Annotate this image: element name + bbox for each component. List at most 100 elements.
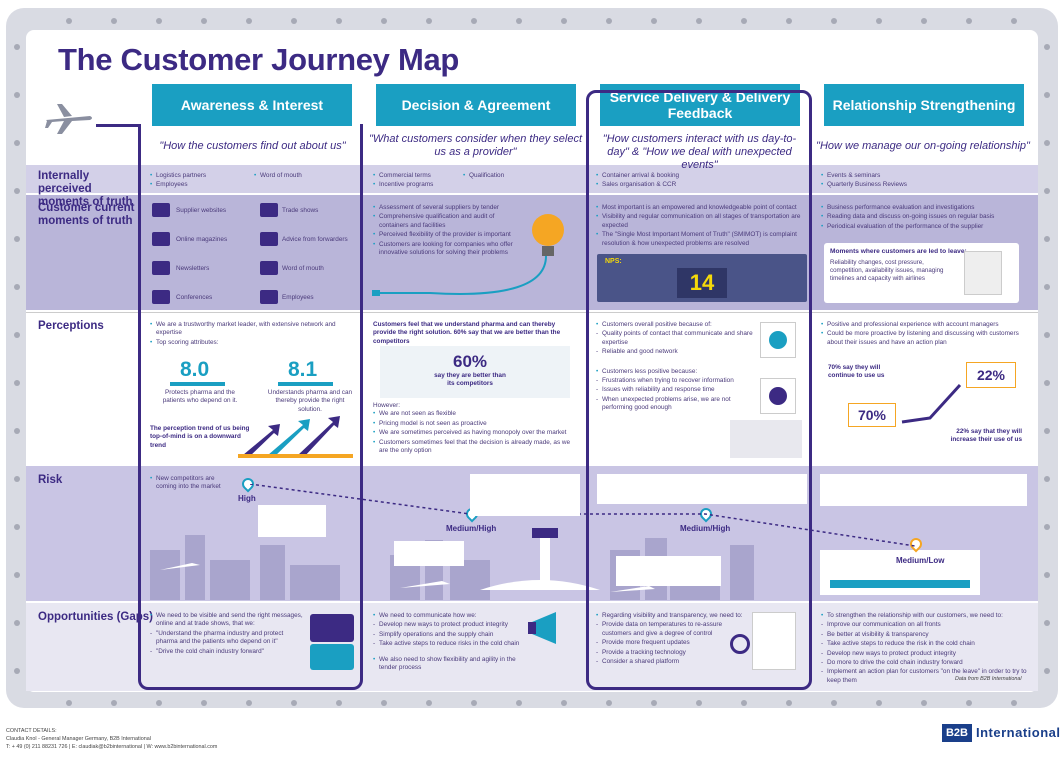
pct-22-text: 22% say that they will increase their us… [950, 428, 1022, 444]
risk-level-medium-high-1: Medium/High [446, 524, 497, 533]
border-dot [66, 18, 72, 24]
perception-item: Quality points of contact that communica… [596, 330, 756, 347]
current-decision: Assessment of several suppliers by tende… [373, 204, 523, 258]
risk-new-competitors: New competitors are coming into the mark… [150, 475, 230, 492]
current-item: Comprehensive qualification and audit of… [373, 213, 523, 230]
channel-label: Word of mouth [282, 265, 324, 272]
border-dot [14, 44, 20, 50]
quote-relationship: "How we manage our on-going relationship… [816, 140, 1030, 152]
opp-decision-extra: We also need to show flexibility and agi… [373, 656, 533, 673]
opportunity-item: Take active steps to reduce the risk in … [821, 640, 1031, 649]
row-label-opportunities: Opportunities (Gaps) [38, 611, 153, 623]
internal-item: Events & seminars [821, 172, 1021, 181]
opportunity-item: Provide more frequent updates [596, 639, 751, 648]
growth-arrows [901, 383, 962, 424]
border-dot [246, 18, 252, 24]
internal-awareness-b: Word of mouth [254, 172, 354, 181]
perceptions-decision-list: However: We are not seen as flexiblePric… [373, 402, 573, 456]
border-dot [1044, 236, 1050, 242]
channel-icon [260, 261, 278, 275]
internal-relationship: Events & seminarsQuarterly Business Revi… [821, 172, 1021, 191]
border-dot [741, 700, 747, 706]
border-dot [201, 18, 207, 24]
internal-item: Incentive programs [373, 181, 473, 190]
quote-decision: "What customers consider when they selec… [369, 133, 582, 158]
data-sheet-icon [752, 612, 796, 670]
pct-70: 70% [848, 403, 896, 427]
perception-item: Issues with reliability and response tim… [596, 386, 756, 395]
border-dot [14, 668, 20, 674]
report-icon [964, 251, 1002, 295]
border-dot [14, 428, 20, 434]
opportunity-item: Take active steps to reduce risks in the… [373, 640, 533, 649]
opportunity-item: Improve our communication on all fronts [821, 621, 1031, 630]
internal-decision-a: Commercial termsIncentive programs [373, 172, 473, 191]
contact-line1: Claudia Knol - General Manager Germany, … [6, 736, 151, 742]
opportunities-service: Regarding visibility and transparency, w… [596, 612, 751, 667]
border-dot [516, 700, 522, 706]
border-dot [471, 700, 477, 706]
column-header-relationship: Relationship Strengthening [824, 84, 1024, 126]
leave-moments-text: Reliability changes, cost pressure, comp… [830, 259, 944, 282]
border-dot [201, 700, 207, 706]
border-dot [651, 700, 657, 706]
border-dot [1044, 140, 1050, 146]
border-dot [921, 700, 927, 706]
internal-awareness-a: Logistics partnersEmployees [150, 172, 250, 191]
internal-item: Quarterly Business Reviews [821, 181, 1021, 190]
score-8-1-bar [278, 382, 333, 386]
border-dot [14, 140, 20, 146]
border-dot [336, 18, 342, 24]
current-item: Customers are looking for companies who … [373, 241, 523, 258]
opportunities-awareness: We need to be visible and send the right… [150, 612, 305, 657]
internal-item: Qualification [463, 172, 563, 181]
perceptions-decision-top: Customers feel that we understand pharma… [373, 321, 561, 345]
negative-head: Customers less positive because: [596, 368, 756, 377]
border-dot [381, 700, 387, 706]
internal-service: Container arrival & bookingSales organis… [596, 172, 796, 191]
border-dot [876, 18, 882, 24]
border-dot [426, 18, 432, 24]
positive-head: Customers overall positive because of: [596, 321, 756, 330]
channel-icon [260, 232, 278, 246]
channel-label: Employees [282, 294, 314, 301]
channel-label: Supplier websites [176, 207, 227, 214]
channel-label: Conferences [176, 294, 213, 301]
opp-awareness-lead: We need to be visible and send the right… [150, 612, 305, 629]
internal-item: Commercial terms [373, 172, 473, 181]
border-dot [561, 700, 567, 706]
perception-item: We are sometimes perceived as having mon… [373, 429, 573, 438]
sad-face-icon [760, 378, 796, 414]
border-dot [561, 18, 567, 24]
column-header-decision: Decision & Agreement [376, 84, 576, 126]
opp-relationship-lead: To strengthen the relationship with our … [821, 612, 1031, 621]
border-dot [14, 476, 20, 482]
perception-item: When unexpected problems arise, we are n… [596, 396, 756, 413]
border-dot [1044, 380, 1050, 386]
current-service: Most important is an empowered and knowl… [596, 204, 806, 249]
megaphone-icon [528, 612, 556, 644]
perception-item: Frustrations when trying to recover info… [596, 377, 756, 386]
business-people-illustration [730, 420, 802, 458]
leave-moments-box: Moments where customers are led to leave… [824, 243, 1019, 303]
opportunity-item: Be better at visibility & transparency [821, 631, 1031, 640]
border-dot [14, 188, 20, 194]
border-dot [336, 700, 342, 706]
border-dot [381, 18, 387, 24]
magnifier-icon [730, 634, 750, 654]
border-dot [1044, 524, 1050, 530]
border-dot [291, 18, 297, 24]
channel-label: Online magazines [176, 236, 228, 243]
perception-item: We are a trustworthy market leader, with… [150, 321, 355, 338]
border-dot [651, 18, 657, 24]
border-dot [516, 18, 522, 24]
border-dot [14, 620, 20, 626]
pct-22: 22% [966, 362, 1016, 388]
nps-board: NPS: 14 [597, 254, 807, 302]
border-dot [156, 700, 162, 706]
row-label-risk: Risk [38, 474, 63, 486]
border-dot [966, 18, 972, 24]
current-relationship: Business performance evaluation and inve… [821, 204, 1031, 232]
border-dot [696, 18, 702, 24]
internal-item: Word of mouth [254, 172, 354, 181]
